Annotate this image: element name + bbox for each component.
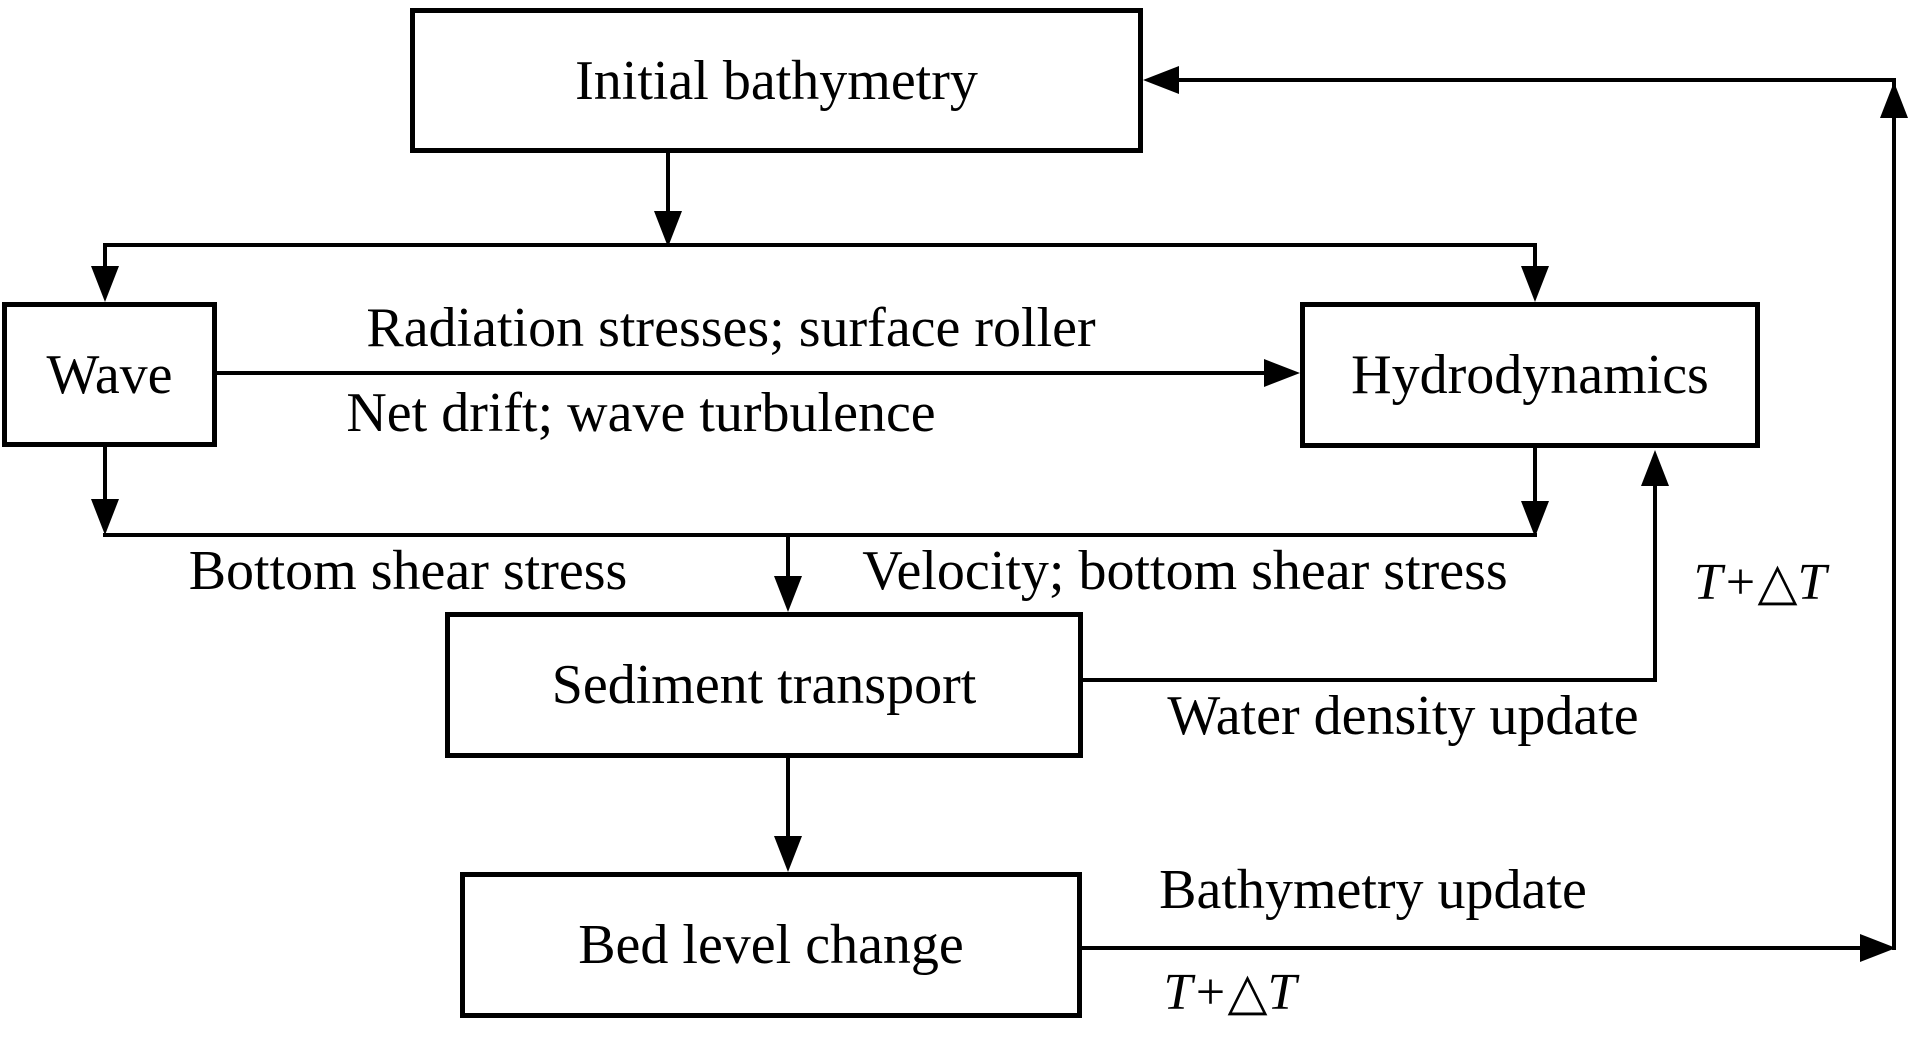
label-radiation-stresses: Radiation stresses; surface roller bbox=[366, 297, 1096, 359]
label-t-plus-dt-hydro: T+△T bbox=[1693, 554, 1827, 611]
connector-branch-to-wave-line bbox=[103, 247, 107, 272]
connector-wave-down-line bbox=[103, 447, 107, 502]
connector-feedback-top-hline bbox=[1177, 78, 1896, 82]
arrowhead-into-hydrodynamics-top bbox=[1521, 266, 1549, 302]
box-initial-bathymetry-label: Initial bathymetry bbox=[575, 49, 978, 112]
arrowhead-into-bed-level-change bbox=[774, 836, 802, 872]
box-wave: Wave bbox=[2, 302, 217, 447]
connector-initial-down-line bbox=[666, 153, 670, 215]
connector-shear-stress-line bbox=[103, 533, 1537, 537]
box-wave-label: Wave bbox=[46, 343, 173, 406]
connector-bathymetry-update-hline bbox=[1082, 946, 1872, 950]
box-initial-bathymetry: Initial bathymetry bbox=[410, 8, 1143, 153]
arrowhead-into-initial-bathymetry bbox=[1143, 66, 1179, 94]
arrowhead-into-hydrodynamics-bottom bbox=[1641, 450, 1669, 486]
box-bed-level-change-label: Bed level change bbox=[578, 914, 964, 976]
box-sediment-transport-label: Sediment transport bbox=[551, 654, 977, 716]
box-sediment-transport: Sediment transport bbox=[445, 612, 1083, 758]
label-velocity-bottom-shear-stress: Velocity; bottom shear stress bbox=[862, 540, 1508, 602]
connector-feedback-right-vline bbox=[1892, 82, 1896, 950]
connector-branch-line bbox=[103, 243, 1537, 247]
label-t-plus-dt-bathymetry: T+△T bbox=[1163, 964, 1297, 1021]
label-bottom-shear-stress: Bottom shear stress bbox=[188, 540, 628, 602]
label-net-drift: Net drift; wave turbulence bbox=[346, 382, 936, 444]
arrowhead-hydro-to-shear-line bbox=[1521, 501, 1549, 537]
label-bathymetry-update: Bathymetry update bbox=[1159, 859, 1587, 921]
connector-water-density-hline bbox=[1083, 678, 1657, 682]
connector-wave-to-hydro-line bbox=[217, 371, 1269, 375]
box-bed-level-change: Bed level change bbox=[460, 872, 1082, 1018]
arrowhead-feedback-top bbox=[1880, 82, 1908, 118]
connector-into-sediment-line bbox=[786, 537, 790, 579]
arrowhead-into-sediment bbox=[774, 576, 802, 612]
box-hydrodynamics-label: Hydrodynamics bbox=[1351, 344, 1709, 406]
connector-water-density-vline bbox=[1653, 484, 1657, 682]
arrowhead-into-wave bbox=[91, 266, 119, 302]
box-hydrodynamics: Hydrodynamics bbox=[1300, 302, 1760, 448]
connector-branch-to-hydro-line bbox=[1533, 247, 1537, 272]
label-water-density-update: Water density update bbox=[1167, 685, 1639, 747]
connector-sediment-to-bed-line bbox=[786, 758, 790, 840]
arrowhead-initial-to-branch bbox=[654, 211, 682, 247]
arrowhead-into-hydrodynamics-left bbox=[1264, 359, 1300, 387]
arrowhead-into-feedback-column bbox=[1860, 934, 1896, 962]
arrowhead-wave-to-shear-line bbox=[91, 499, 119, 535]
connector-hydro-down-line bbox=[1533, 448, 1537, 502]
